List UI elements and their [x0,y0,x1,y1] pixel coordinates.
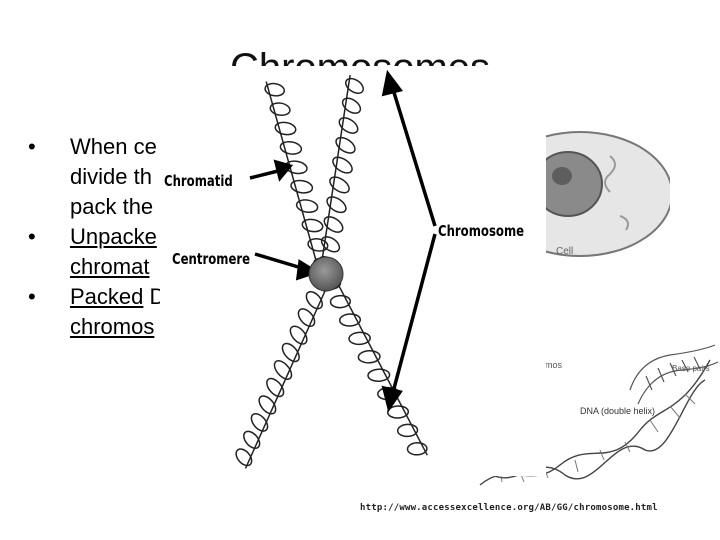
chromatin-coil [396,423,419,438]
chromatin-coil [258,395,277,415]
bullet-text: divide th [70,164,152,189]
chromatin-coil [326,196,347,214]
chromatin-coil [274,121,297,136]
bullet-item: • When ce [28,132,528,162]
bullet-link-text: chromos [70,314,155,339]
bullet-dot: • [28,284,36,309]
chromatin-coil [305,290,323,310]
bullet-item: divide th [28,162,528,192]
chromatid-strand [265,81,321,276]
bullet-dot: • [28,134,36,159]
chromatin-coil [290,179,314,194]
bullet-link-text: Packed [70,284,144,309]
chromatin-coil [279,140,303,155]
cell-label: Cell [556,246,574,257]
bullet-dot: • [28,224,36,249]
source-url: http://www.accessexcellence.org/AB/GG/ch… [360,503,658,513]
chromatid-strand [244,276,333,469]
chromatin-coil [281,342,300,363]
chromatin-coil [332,156,353,174]
chromatin-coil [266,377,285,398]
chromatin-coil [329,294,352,309]
chromatin-coil [235,448,253,467]
chromatin-coil [301,218,324,233]
chromosome-diagram [235,69,437,469]
chromatin-coil [345,77,364,94]
chromosome-illustration: Chromatid Centromere Chromosome [160,66,546,476]
centromere-label: Centromere [172,250,251,268]
chromatin-coil [341,97,362,114]
bullet-item: pack the [28,192,528,222]
chromatin-coil [289,325,308,345]
chromatin-coil [243,430,261,450]
centromere-dot [308,256,344,292]
chromatin-coil [295,199,319,214]
dna-label: DNA (double helix) [580,406,656,416]
bullet-link-text: Unpacke [70,224,157,249]
chromatin-coil [348,331,371,346]
chromatin-coil [329,176,350,194]
base-pairs-label: Base pairs [672,364,710,373]
chromatid-label: Chromatid [164,172,233,190]
chromatin-coil [323,216,344,233]
bullet-text: pack the [70,194,154,219]
dna-caption-fragment: mos [545,360,563,370]
chromatin-coil [386,405,410,419]
bullet-text: When ce [70,134,157,159]
chromosome-label: Chromosome [438,222,525,240]
chromatin-coil [320,236,341,253]
chromatin-coil [264,82,286,97]
chromatin-coil [367,368,391,382]
chromatin-coil [338,313,362,327]
chromatin-coil [307,238,329,252]
bullet-item: chromos [28,312,528,342]
chromatin-coil [406,442,428,456]
chromatin-coil [338,117,359,134]
bullet-item: chromat [28,252,528,282]
bullet-link-text: chromat [70,254,150,279]
chromatin-coil [269,102,291,116]
bullet-item: • Unpacke [28,222,528,252]
chromatin-coil [273,360,293,380]
chromatin-coil [250,412,269,432]
chromatid-strand [319,74,351,274]
chromatin-coil [335,136,356,154]
chromatin-coil [357,350,381,364]
chromatid-strand [330,270,428,456]
chromatin-coil [297,308,316,328]
